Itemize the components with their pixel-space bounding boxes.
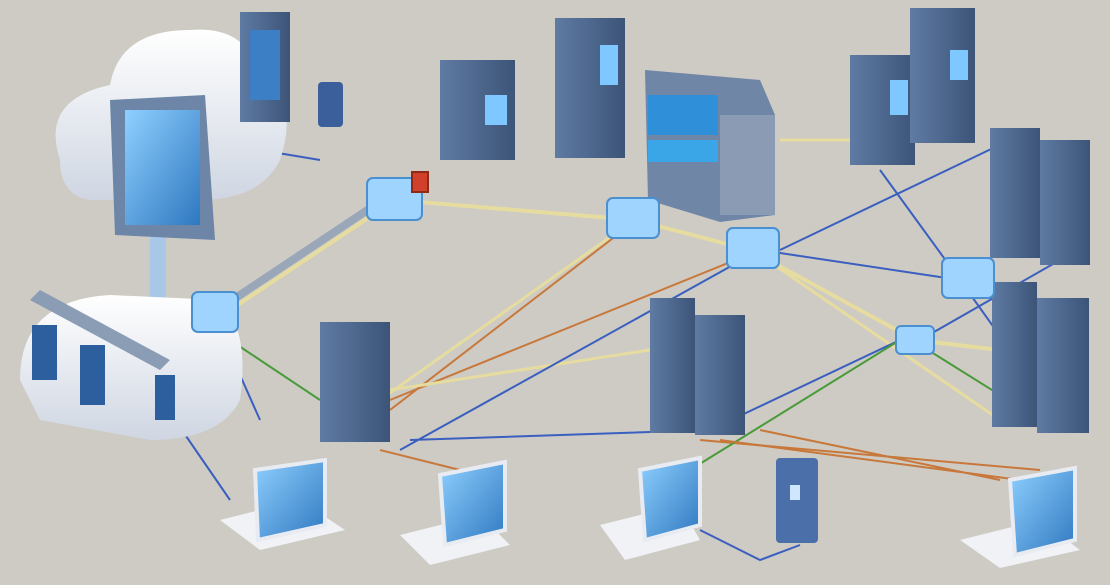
workstation — [960, 465, 1080, 568]
small-tower — [776, 458, 818, 543]
kiosk-pole — [150, 220, 166, 310]
network-switch — [941, 257, 995, 299]
cloud-kiosk — [20, 29, 287, 440]
bracket-arm — [30, 290, 170, 370]
storage-box — [645, 70, 775, 222]
server-rack — [990, 128, 1090, 265]
server-rack — [650, 298, 745, 435]
tablet-device — [318, 82, 343, 127]
server-tower — [440, 60, 515, 160]
network-switch — [366, 177, 423, 221]
server-tower — [910, 8, 975, 143]
workstation — [600, 455, 702, 560]
cable-green — [229, 339, 1041, 481]
workstation — [400, 459, 510, 565]
panel-screen — [32, 325, 57, 380]
network-switch — [191, 291, 239, 333]
workstations — [220, 455, 1080, 568]
servers — [240, 8, 1090, 543]
panel-screen — [80, 345, 105, 405]
server-tower — [320, 322, 390, 442]
switches — [191, 171, 995, 355]
cable-grey — [222, 191, 393, 309]
server-rack — [992, 282, 1089, 433]
workstation — [220, 457, 345, 550]
cable-orange-2 — [379, 429, 1021, 481]
network-switch — [606, 197, 660, 239]
network-switch — [726, 227, 780, 269]
panel-screen — [155, 375, 175, 420]
network-switch — [895, 325, 935, 355]
server-tower — [850, 55, 915, 165]
server-tower — [240, 12, 290, 122]
kiosk-screen — [125, 110, 200, 225]
router-red — [411, 171, 429, 193]
cable-yellow-2 — [379, 138, 1001, 422]
server-tower — [555, 18, 625, 158]
base-dome — [20, 295, 243, 440]
